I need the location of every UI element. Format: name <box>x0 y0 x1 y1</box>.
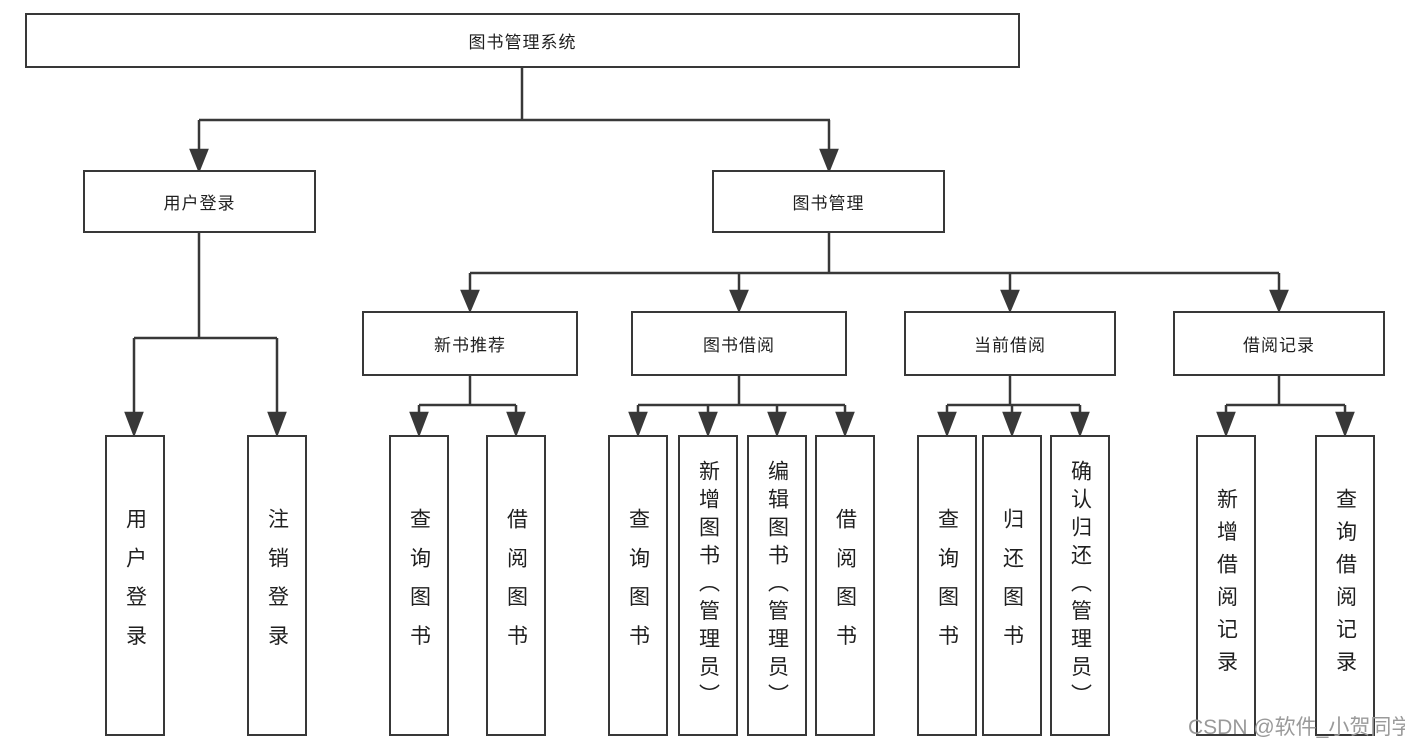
connector-user-login-to-leaves <box>124 233 287 438</box>
connector-book-borrowing-to-leaves <box>628 376 855 438</box>
arrowhead <box>1269 289 1289 314</box>
node-label: 查询图书 <box>407 507 431 664</box>
watermark: CSDN @软件_小贺同学 <box>1188 716 1405 739</box>
arrowhead <box>628 411 648 438</box>
node-label: 当前借阅 <box>974 336 1046 355</box>
arrowhead <box>729 289 749 314</box>
arrowhead <box>267 411 287 438</box>
node-label: 新增图书（管理员） <box>696 459 720 712</box>
node-library-system: 图书管理系统 <box>25 13 1020 68</box>
arrowhead <box>767 411 787 438</box>
node-label: 借阅记录 <box>1243 336 1315 355</box>
node-label: 注销登录 <box>265 507 289 664</box>
leaf-add-book-admin: 新增图书（管理员） <box>678 435 738 736</box>
arrowhead <box>460 289 480 314</box>
arrowhead <box>189 148 209 174</box>
arrowhead <box>835 411 855 438</box>
node-user-login: 用户登录 <box>83 170 316 233</box>
node-label: 新增借阅记录 <box>1214 487 1238 684</box>
leaf-logout: 注销登录 <box>247 435 307 736</box>
node-label: 用户登录 <box>123 507 147 664</box>
arrowhead <box>1216 411 1236 438</box>
connector-new-book-recommendation-to-leaves <box>409 376 526 438</box>
node-label: 用户登录 <box>163 194 236 213</box>
leaf-query-books-current: 查询图书 <box>917 435 977 736</box>
arrowhead <box>937 411 957 438</box>
leaf-query-books-borrow: 查询图书 <box>608 435 668 736</box>
connector-borrowing-records-to-leaves <box>1216 376 1355 438</box>
node-label: 新书推荐 <box>434 336 506 355</box>
node-label: 查询图书 <box>935 507 959 664</box>
arrowhead <box>1000 289 1020 314</box>
leaf-edit-book-admin: 编辑图书（管理员） <box>747 435 807 736</box>
leaf-query-borrow-record: 查询借阅记录 <box>1315 435 1375 736</box>
node-label: 图书管理 <box>792 194 865 213</box>
connector-book-management-to-level2 <box>460 233 1289 314</box>
arrowhead <box>1070 411 1090 438</box>
leaf-add-borrow-record: 新增借阅记录 <box>1196 435 1256 736</box>
leaf-user-login: 用户登录 <box>105 435 165 736</box>
node-label: 借阅图书 <box>504 507 528 664</box>
arrowhead <box>1335 411 1355 438</box>
node-book-management: 图书管理 <box>712 170 945 233</box>
arrowhead <box>124 411 144 438</box>
leaf-confirm-return-admin: 确认归还（管理员） <box>1050 435 1110 736</box>
node-new-book-recommendation: 新书推荐 <box>362 311 578 376</box>
leaf-borrow-books-recommend: 借阅图书 <box>486 435 546 736</box>
node-label: 确认归还（管理员） <box>1068 459 1092 712</box>
arrowhead <box>506 411 526 438</box>
connector-current-borrowing-to-leaves <box>937 376 1090 438</box>
leaf-query-books-recommend: 查询图书 <box>389 435 449 736</box>
node-label: 图书借阅 <box>703 336 775 355</box>
node-book-borrowing: 图书借阅 <box>631 311 847 376</box>
arrowhead <box>409 411 429 438</box>
arrowhead <box>819 148 839 174</box>
node-borrowing-records: 借阅记录 <box>1173 311 1385 376</box>
node-label: 查询图书 <box>626 507 650 664</box>
leaf-borrow-books: 借阅图书 <box>815 435 875 736</box>
node-current-borrowing: 当前借阅 <box>904 311 1116 376</box>
arrowhead <box>1002 411 1022 438</box>
arrowhead <box>698 411 718 438</box>
node-label: 编辑图书（管理员） <box>765 459 789 712</box>
node-label: 查询借阅记录 <box>1333 487 1357 684</box>
node-label: 借阅图书 <box>833 507 857 664</box>
leaf-return-book: 归还图书 <box>982 435 1042 736</box>
node-label: 图书管理系统 <box>468 33 577 52</box>
node-label: 归还图书 <box>1000 507 1024 664</box>
connector-root-to-level1 <box>189 68 839 174</box>
